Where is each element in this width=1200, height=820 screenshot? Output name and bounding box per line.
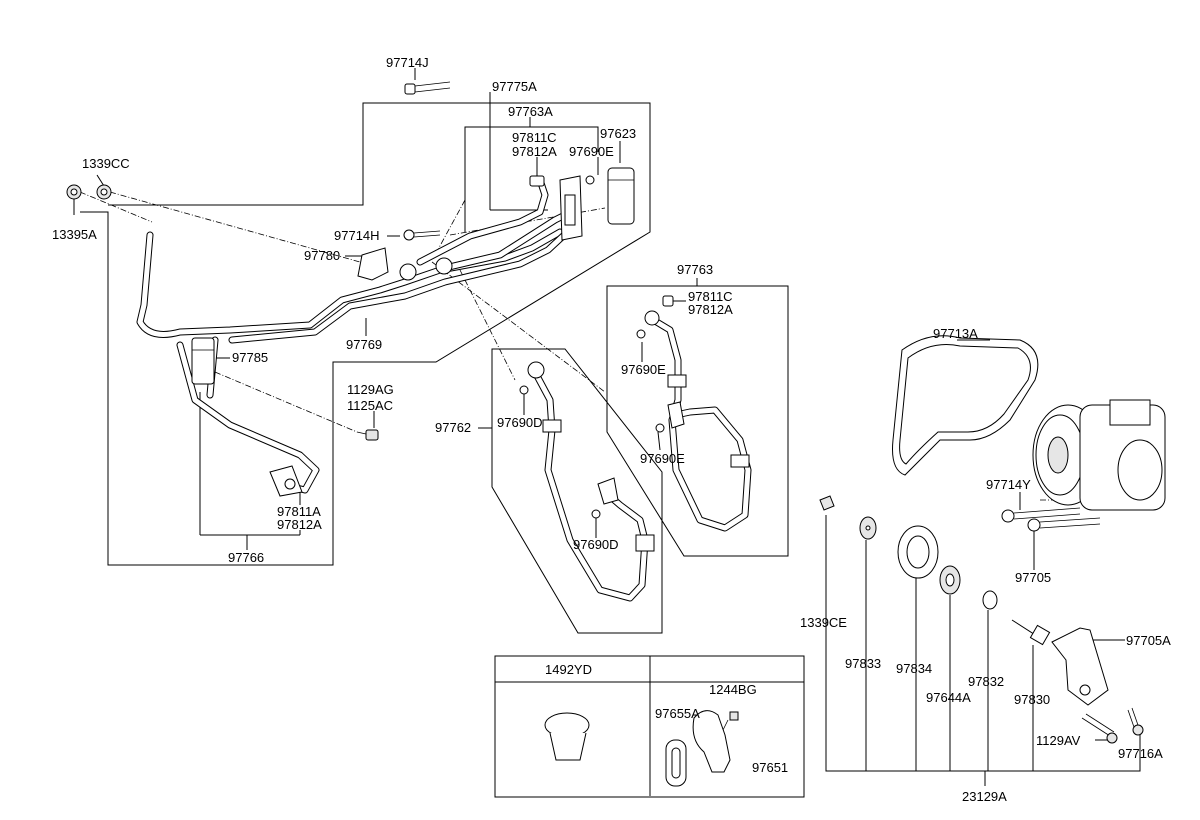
bolt-97705-icon bbox=[1027, 517, 1101, 532]
bolt-97714J-icon bbox=[404, 81, 451, 95]
bracket-97705A-icon bbox=[1051, 627, 1109, 706]
label-97714J: 97714J bbox=[386, 55, 429, 70]
fitting-97762-icon bbox=[519, 361, 655, 552]
label-97775A: 97775A bbox=[492, 79, 537, 94]
label-1339CE: 1339CE bbox=[800, 615, 847, 630]
label-97714H: 97714H bbox=[334, 228, 380, 243]
label-97811C-top: 97811C bbox=[512, 130, 557, 145]
bearing-97834-icon bbox=[897, 525, 939, 579]
label-97713A: 97713A bbox=[933, 326, 978, 341]
label-97832: 97832 bbox=[968, 674, 1004, 689]
leader-lines bbox=[73, 68, 1125, 796]
label-97690E-top: 97690E bbox=[569, 144, 614, 159]
label-1339CC: 1339CC bbox=[82, 156, 130, 171]
inset-parts-box bbox=[494, 655, 805, 798]
nut-1339CE-icon bbox=[819, 495, 835, 511]
washer-97832-icon bbox=[982, 590, 998, 610]
label-97811C-mid: 97811C bbox=[688, 289, 733, 304]
gasket-97655A-icon bbox=[665, 739, 687, 787]
bolt-1244BG-icon bbox=[721, 711, 739, 733]
label-1129AV: 1129AV bbox=[1036, 733, 1081, 748]
label-97714Y: 97714Y bbox=[986, 477, 1031, 492]
label-97812A-low: 97812A bbox=[277, 517, 322, 532]
label-97780: 97780 bbox=[304, 248, 340, 263]
nut-13395A-icon bbox=[66, 184, 82, 200]
label-97763A: 97763A bbox=[508, 104, 553, 119]
fitting-97811C-mid-icon bbox=[636, 295, 750, 468]
bolt-97716A-icon bbox=[1127, 707, 1144, 736]
label-1492YD: 1492YD bbox=[545, 662, 592, 677]
plug-1492YD-icon bbox=[544, 712, 590, 761]
label-97769: 97769 bbox=[346, 337, 382, 352]
bolt-1129AG-icon bbox=[356, 429, 379, 441]
label-1125AC: 1125AC bbox=[347, 398, 393, 413]
label-97812A-mid: 97812A bbox=[688, 302, 733, 317]
bolt-97714H-icon bbox=[403, 229, 441, 241]
label-97644A: 97644A bbox=[926, 690, 971, 705]
label-97763: 97763 bbox=[677, 262, 713, 277]
label-97716A: 97716A bbox=[1118, 746, 1163, 761]
nut-1339CC-icon bbox=[96, 184, 112, 200]
label-97812A-top: 97812A bbox=[512, 144, 557, 159]
label-1129AG: 1129AG bbox=[347, 382, 394, 397]
label-97785: 97785 bbox=[232, 350, 268, 365]
bolt-1129AV-icon bbox=[1081, 713, 1118, 744]
label-1244BG: 1244BG bbox=[709, 682, 757, 697]
label-13395A: 13395A bbox=[52, 227, 97, 242]
drive-belt-97713A-icon bbox=[892, 335, 1039, 476]
label-97830: 97830 bbox=[1014, 692, 1050, 707]
cover-97651-icon bbox=[692, 710, 731, 773]
fitting-97811A-icon bbox=[269, 465, 303, 497]
label-97623: 97623 bbox=[600, 126, 636, 141]
label-97690D-2: 97690D bbox=[573, 537, 619, 552]
label-97833: 97833 bbox=[845, 656, 881, 671]
label-97651: 97651 bbox=[752, 760, 788, 775]
label-97834: 97834 bbox=[896, 661, 932, 676]
part-glyphs bbox=[66, 81, 1166, 744]
compressor-icon bbox=[1032, 399, 1166, 511]
part-number-labels: 97714J 97775A 97763A 97811C 97812A 97623… bbox=[52, 55, 1171, 804]
bolt-97714Y-icon bbox=[1001, 507, 1081, 523]
bracket-97780-icon bbox=[357, 247, 453, 281]
clamp-97785-icon bbox=[191, 337, 215, 385]
label-97762: 97762 bbox=[435, 420, 471, 435]
coil-97644A-icon bbox=[939, 565, 961, 595]
label-97705A: 97705A bbox=[1126, 633, 1171, 648]
label-97811A: 97811A bbox=[277, 504, 321, 519]
label-97655A: 97655A bbox=[655, 706, 700, 721]
fitting-97811C-top-icon bbox=[529, 175, 583, 241]
label-97690E-mid1: 97690E bbox=[621, 362, 666, 377]
label-97705: 97705 bbox=[1015, 570, 1051, 585]
label-97690D-1: 97690D bbox=[497, 415, 543, 430]
label-97690E-mid2: 97690E bbox=[640, 451, 685, 466]
group-frames bbox=[80, 102, 1141, 786]
label-97766: 97766 bbox=[228, 550, 264, 565]
receiver-drier-97623-icon bbox=[585, 167, 635, 225]
label-23129A: 23129A bbox=[962, 789, 1007, 804]
washer-97833-icon bbox=[859, 516, 877, 540]
shaft-97830-icon bbox=[1011, 619, 1051, 646]
